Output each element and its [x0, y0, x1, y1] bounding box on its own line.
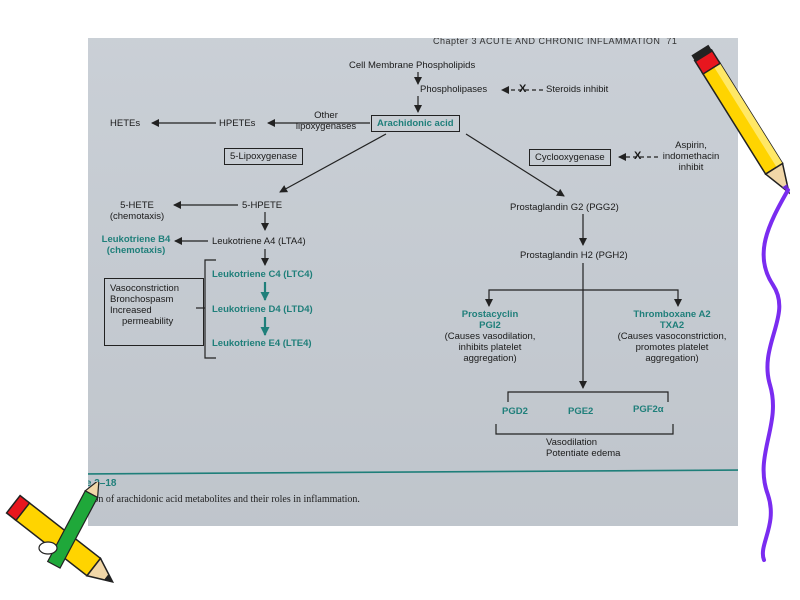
node-pge2: PGE2	[568, 406, 594, 417]
textbook-photo: Chapter 3 ACUTE AND CHRONIC INFLAMMATION…	[88, 38, 738, 526]
node-thromboxane-line1: Thromboxane A2	[633, 309, 711, 320]
effect-permeability: permeability	[122, 316, 174, 327]
figure-label: re 3–18	[88, 478, 117, 489]
chapter-header: Chapter 3 ACUTE AND CHRONIC INFLAMMATION…	[433, 38, 677, 46]
pencil-icon-top-right	[691, 44, 790, 195]
node-5-hete: 5-HETE (chemotaxis)	[98, 200, 176, 222]
label-other-lipoxygenases: Other lipoxygenases	[286, 110, 366, 132]
node-5-hete-line2: (chemotaxis)	[109, 211, 165, 222]
node-prostacyclin-line5: aggregation)	[463, 353, 517, 364]
node-vasodilation: Vasodilation Potentiate edema	[546, 437, 620, 459]
page-number: 71	[666, 38, 678, 46]
node-thromboxane-line2: TXA2	[659, 320, 685, 331]
node-ltc4: Leukotriene C4 (LTC4)	[212, 269, 313, 280]
node-thromboxane-line3: (Causes vasoconstriction,	[617, 331, 727, 342]
node-vasodilation-line2: Potentiate edema	[546, 448, 621, 459]
node-thromboxane: Thromboxane A2 TXA2 (Causes vasoconstric…	[608, 309, 736, 364]
node-arachidonic-acid: Arachidonic acid	[371, 115, 460, 132]
node-vasodilation-line1: Vasodilation	[546, 437, 598, 448]
effect-vasoconstriction: Vasoconstriction	[110, 283, 179, 294]
squiggle-decoration	[760, 188, 790, 562]
node-prostacyclin-line1: Prostacyclin	[461, 309, 519, 320]
node-lta4: Leukotriene A4 (LTA4)	[212, 236, 306, 247]
effect-bronchospasm: Bronchospasm	[110, 294, 174, 305]
node-thromboxane-line4: promotes platelet	[635, 342, 709, 353]
node-lte4: Leukotriene E4 (LTE4)	[212, 338, 312, 349]
node-pgd2: PGD2	[502, 406, 528, 417]
inhibit-marker-steroids: X	[519, 83, 527, 95]
label-aspirin-line1: Aspirin,	[675, 140, 707, 151]
label-aspirin-line2: indomethacin	[662, 151, 720, 162]
label-steroids-inhibit: Steroids inhibit	[546, 84, 609, 95]
node-cell-membrane: Cell Membrane Phospholipids	[349, 60, 476, 71]
label-aspirin-inhibit: Aspirin, indomethacin inhibit	[656, 140, 726, 173]
effects-box: Vasoconstriction Bronchospasm Increased …	[104, 278, 204, 346]
node-5-hpete: 5-HPETE	[242, 200, 283, 211]
pencil-icon-bottom-left	[5, 482, 115, 583]
inhibit-marker-aspirin: X	[634, 150, 642, 162]
node-ltb4: Leukotriene B4 (chemotaxis)	[94, 234, 178, 256]
node-pgh2: Prostaglandin H2 (PGH2)	[520, 250, 628, 261]
label-other-line1: Other	[314, 110, 338, 121]
pathway-arrows	[88, 72, 738, 475]
node-phospholipases: Phospholipases	[420, 84, 488, 95]
node-prostacyclin-line4: inhibits platelet	[458, 342, 522, 353]
node-cyclooxygenase: Cyclooxygenase	[529, 149, 611, 166]
node-ltd4: Leukotriene D4 (LTD4)	[212, 304, 313, 315]
node-thromboxane-line5: aggregation)	[645, 353, 699, 364]
figure-caption: ration of arachidonic acid metabolites a…	[88, 494, 360, 505]
node-prostacyclin: Prostacyclin PGI2 (Causes vasodilation, …	[428, 309, 552, 364]
node-prostacyclin-line3: (Causes vasodilation,	[444, 331, 536, 342]
label-aspirin-line3: inhibit	[678, 162, 704, 173]
node-pgf2a: PGF2α	[633, 404, 664, 415]
label-other-line2: lipoxygenases	[295, 121, 357, 132]
node-ltb4-line1: Leukotriene B4	[101, 234, 171, 245]
photo-shading	[88, 38, 738, 526]
node-pgg2: Prostaglandin G2 (PGG2)	[510, 202, 619, 213]
effect-increased: Increased	[110, 305, 152, 316]
node-prostacyclin-line2: PGI2	[479, 320, 501, 331]
node-5-lipoxygenase: 5-Lipoxygenase	[224, 148, 304, 165]
node-hetes: HETEs	[110, 118, 141, 129]
chapter-title: Chapter 3 ACUTE AND CHRONIC INFLAMMATION	[433, 38, 661, 46]
node-hpetes: HPETEs	[219, 118, 256, 129]
node-5-hete-line1: 5-HETE	[120, 200, 154, 211]
node-ltb4-line2: (chemotaxis)	[106, 245, 166, 256]
